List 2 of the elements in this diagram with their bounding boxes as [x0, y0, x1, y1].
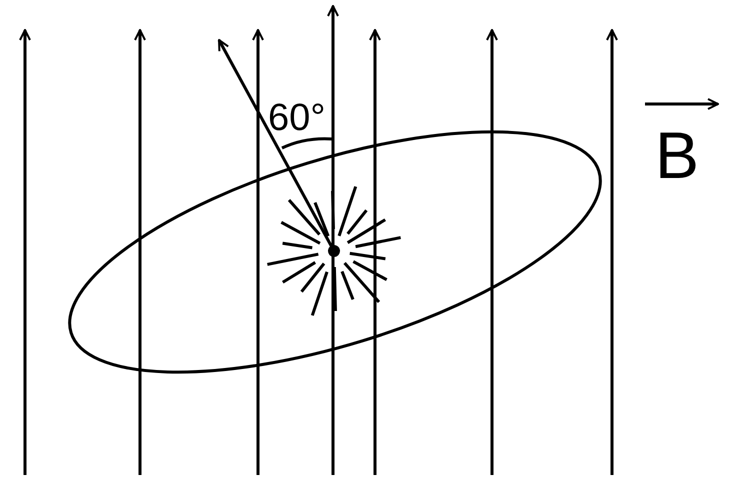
field-symbol: B [655, 122, 700, 188]
angle-label: 60° [268, 99, 326, 137]
